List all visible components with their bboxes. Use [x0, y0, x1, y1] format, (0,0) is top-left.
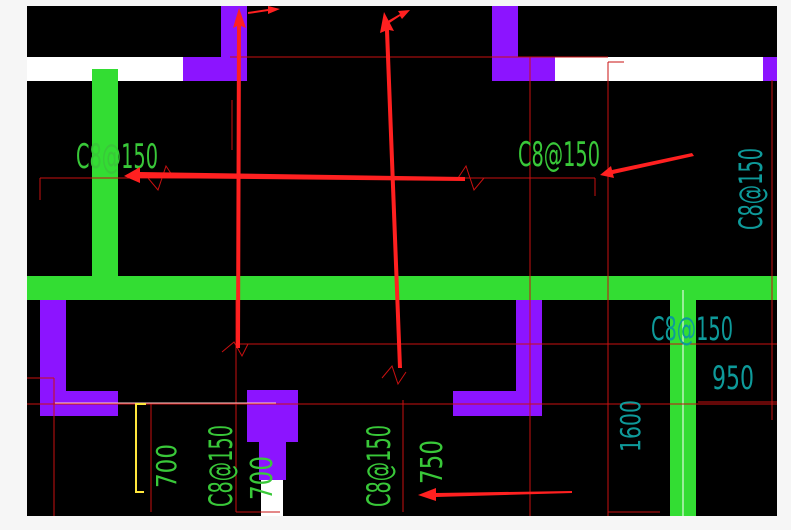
dimension-lines [27, 56, 777, 516]
rebar-label-center-right: C8@150 [651, 310, 733, 348]
rebar-label-bottom-1: C8@150 [202, 425, 240, 507]
beam-horizontal-main [27, 276, 777, 300]
columns [40, 6, 777, 480]
annotations: C8@150 C8@150 C8@150 C8@150 950 1600 700… [76, 135, 770, 507]
column-top-right-edge [763, 57, 777, 81]
arrow-up-right [380, 12, 402, 368]
column-top-left-flange [183, 57, 247, 81]
arrow-small-top-1 [248, 6, 280, 14]
arrow-left-bottom [418, 488, 572, 501]
arrow-small-top-2 [386, 10, 410, 24]
dimension-700-a: 700 [150, 444, 183, 488]
rebar-label-top-right: C8@150 [518, 135, 600, 175]
dimension-950: 950 [712, 359, 754, 397]
column-bottom-stub [247, 390, 298, 480]
arrow-left-long [124, 167, 465, 183]
rebar-label-left: C8@150 [76, 137, 158, 177]
arrow-left-top-right [600, 153, 694, 178]
column-c-right [447, 276, 542, 416]
model-space [27, 6, 777, 516]
yellow-bracket [135, 403, 146, 493]
dimension-750: 750 [415, 440, 450, 484]
slab-band-bottom [261, 480, 283, 516]
column-c-left [40, 276, 118, 416]
beam-vertical-left [92, 69, 118, 276]
dimension-1600: 1600 [614, 400, 647, 452]
rebar-label-right-vertical: C8@150 [732, 148, 770, 230]
rebar-label-bottom-2: C8@150 [360, 425, 398, 507]
dimension-700-b: 700 [245, 456, 280, 500]
markup-arrows [124, 6, 694, 501]
slab-band-top-right [555, 57, 763, 81]
column-top-right-flange [492, 57, 555, 81]
